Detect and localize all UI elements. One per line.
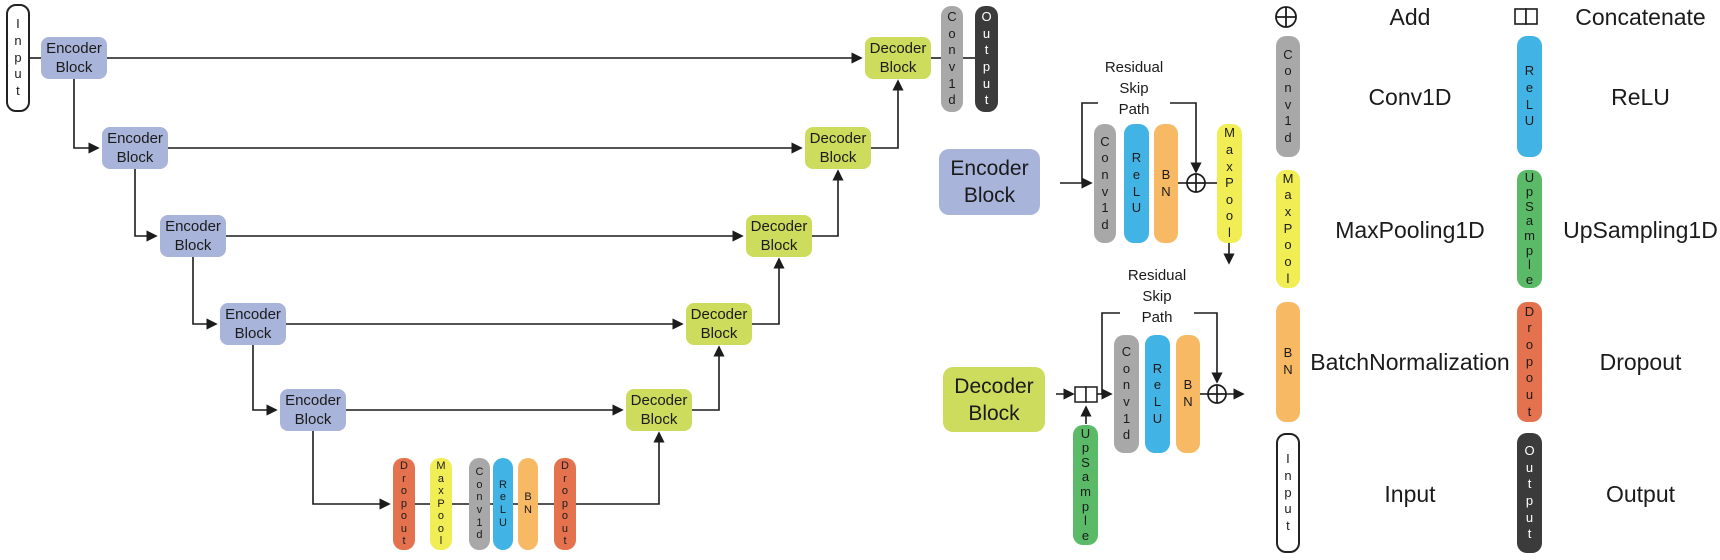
decoder-detail-bn-bar: B N [1176,335,1200,453]
legend-input-bar: I n p u t [1276,433,1300,553]
encoder-block-4: Encoder Block [220,303,286,345]
legend-conv1d-bar-label: C o n v 1 d [1283,46,1293,145]
legend-conv1d-label: Conv1D [1368,84,1452,110]
bottleneck-relu-bar: R e L U [493,458,513,550]
decoder-block-5: Decoder Block [626,389,692,431]
encoder-block-1: Encoder Block [41,37,107,79]
encoder-block-2: Encoder Block [102,127,168,169]
encoder-detail-relu-bar: R e L U [1124,124,1149,243]
decoder-block-detail-title: Decoder Block [943,367,1045,432]
encoder-block-detail-title: Encoder Block [939,149,1040,215]
bottleneck-bn-label: B N [524,491,532,516]
legend-upsampling-label: UpSampling1D [1563,217,1718,243]
legend-dropout-bar: D r o p o u t [1517,302,1542,422]
legend-add-label: Add [1389,4,1431,30]
output-node-label: O u t p u t [981,9,992,108]
legend-upsample-bar: U p S a m p l e [1517,170,1542,288]
bottleneck-maxpool-label: M a x P o o l [436,460,446,548]
unet-connectors [30,52,975,510]
bottleneck-bn-bar: B N [518,458,538,550]
decoder-block-2: Decoder Block [805,127,871,169]
encoder-detail-relu-label: R e L U [1131,150,1142,216]
bottleneck-dropout-bar-2: D r o p o u t [554,458,576,550]
bottleneck-dropout-bar-1: D r o p o u t [393,458,415,550]
bottleneck-conv1d-label: C o n v 1 d [475,466,484,542]
bottleneck-dropout-label-2: D r o p o u t [561,460,569,548]
legend-maxpool-bar: M a x P o o l [1276,170,1300,288]
encoder-residual-skip-path-label: Residual Skip Path [1098,57,1170,121]
legend-output-bar: O u t p u t [1517,433,1542,553]
skip-path-line-2: Skip [1142,288,1172,305]
decoder-detail-bn-label: B N [1183,377,1193,409]
skip-path-line-1: Residual [1127,267,1187,284]
skip-path-line-1: Residual [1104,59,1164,76]
decoder-detail-relu-bar: R e L U [1145,335,1170,453]
encoder-detail-bn-bar: B N [1154,124,1178,243]
bottleneck-relu-label: R e L U [499,478,507,529]
input-node: I n p u t [6,4,30,112]
output-node: O u t p u t [975,6,998,112]
legend-relu-bar-label: R e L U [1524,63,1535,129]
decoder-block-1: Decoder Block [865,37,931,79]
encoder-block-5: Encoder Block [280,389,346,431]
encoder-detail-conv1d-bar: C o n v 1 d [1094,124,1116,243]
decoder-detail-relu-label: R e L U [1152,360,1163,426]
encoder-detail-maxpool-bar: M a x P o o l [1217,124,1242,243]
encoder-detail-maxpool-label: M a x P o o l [1224,125,1235,241]
decoder-block-3: Decoder Block [746,215,812,257]
encoder-detail-bn-label: B N [1161,166,1171,199]
encoder-detail-conv1d-label: C o n v 1 d [1100,133,1110,232]
legend-batchnorm-label: BatchNormalization [1310,349,1510,375]
legend-concatenate-icon [1514,8,1538,25]
concatenate-icon-decoder-detail [1074,386,1098,403]
legend-relu-bar: R e L U [1517,36,1542,157]
legend-dropout-bar-label: D r o p o u t [1524,303,1535,419]
decoder-detail-upsample-label: U p S a m p l e [1080,425,1091,543]
bottleneck-conv1d-bar: C o n v 1 d [469,458,490,550]
legend-maxpool-bar-label: M a x P o o l [1282,170,1294,286]
legend-dropout-label: Dropout [1599,349,1682,375]
final-conv1d-bar: C o n v 1 d [941,6,963,112]
add-icon-encoder-detail [1186,173,1206,193]
add-icon-decoder-detail [1207,384,1227,404]
decoder-detail-upsample-bar: U p S a m p l e [1073,425,1098,545]
legend-output-bar-label: O u t p u t [1524,443,1535,542]
legend-maxpooling-label: MaxPooling1D [1335,217,1485,243]
legend-conv1d-bar: C o n v 1 d [1276,36,1300,157]
legend-bn-bar: B N [1276,302,1300,422]
bottleneck-maxpool-bar: M a x P o o l [430,458,452,550]
legend-output-label: Output [1605,481,1676,507]
legend-add-icon [1275,6,1297,28]
skip-path-line-3: Path [1118,101,1150,118]
decoder-detail-conv1d-bar: C o n v 1 d [1114,335,1139,453]
legend-relu-label: ReLU [1611,84,1670,110]
decoder-block-4: Decoder Block [686,303,752,345]
skip-path-line-3: Path [1141,309,1173,326]
skip-path-line-2: Skip [1119,80,1149,97]
legend-concatenate-label: Concatenate [1575,4,1706,30]
bottleneck-dropout-label-1: D r o p o u t [400,460,408,548]
legend-upsample-bar-label: U p S a m p l e [1524,169,1535,287]
legend-input-label: Input [1384,481,1436,507]
encoder-block-3: Encoder Block [160,215,226,257]
input-node-label: I n p u t [14,16,22,98]
decoder-residual-skip-path-label: Residual Skip Path [1120,265,1194,329]
legend-bn-bar-label: B N [1283,345,1293,377]
final-conv1d-label: C o n v 1 d [947,9,957,108]
decoder-detail-conv1d-label: C o n v 1 d [1121,344,1132,443]
legend-input-bar-label: I n p u t [1284,451,1292,533]
